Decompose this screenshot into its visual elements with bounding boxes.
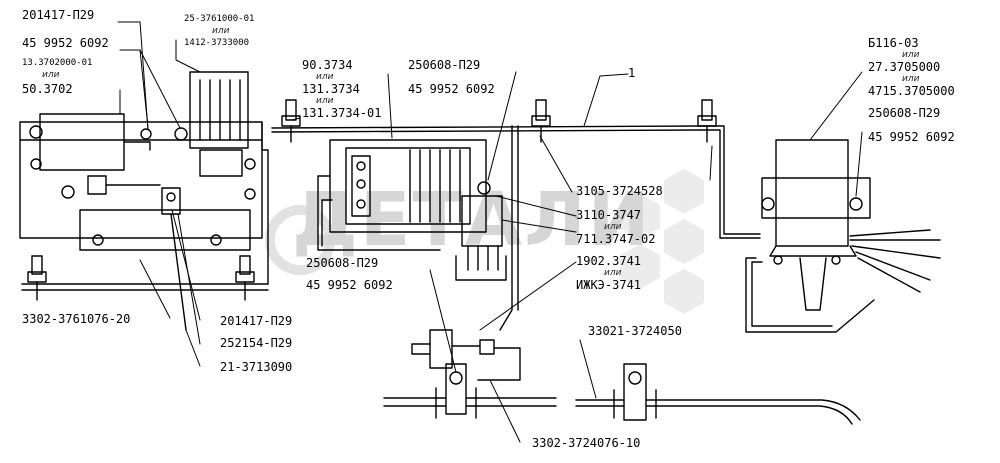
label-4715-3705000: 4715.3705000 bbox=[868, 84, 955, 98]
label-ili-6: или bbox=[902, 74, 920, 84]
label-201417-p29-top: 201417-П29 bbox=[22, 8, 95, 22]
label-250608-p29-low: 250608-П29 bbox=[306, 256, 379, 270]
label-13-3702000-01: 13.3702000-01 bbox=[22, 58, 93, 68]
label-45-9952-6092-low: 45 9952 6092 bbox=[306, 278, 393, 292]
switch-unit bbox=[317, 139, 487, 251]
label-3302-3761076-20: 3302-3761076-20 bbox=[22, 312, 131, 326]
label-25-3761000-01: 25-3761000-01 bbox=[184, 14, 255, 24]
label-252154-p29: 252154-П29 bbox=[220, 336, 293, 350]
label-ili-7: или bbox=[604, 222, 622, 232]
commutator-block bbox=[140, 71, 249, 177]
label-ili-8: или bbox=[604, 268, 622, 278]
label-ili-2: или bbox=[212, 26, 230, 36]
label-33021-3724050: 33021-3724050 bbox=[588, 324, 682, 338]
label-711-3747-02: 711.3747-02 bbox=[576, 232, 656, 246]
ignition-switch-assembly bbox=[383, 329, 557, 419]
leader-lines bbox=[117, 21, 863, 443]
label-1412-3733000: 1412-3733000 bbox=[184, 38, 250, 48]
label-3105-3724528: 3105-3724528 bbox=[576, 184, 663, 198]
label-131-3734: 131.3734 bbox=[302, 82, 360, 96]
relay-3110 bbox=[455, 181, 507, 281]
label-45-9952-6092-right: 45 9952 6092 bbox=[868, 130, 955, 144]
left-mounting-bracket bbox=[19, 121, 263, 251]
label-45-9952-6092-left: 45 9952 6092 bbox=[22, 36, 109, 50]
voltage-regulator-block bbox=[39, 113, 161, 195]
label-ili-3: или bbox=[316, 72, 334, 82]
label-ili-1: или bbox=[42, 70, 60, 80]
main-harness-1 bbox=[499, 99, 761, 331]
left-wire-harness bbox=[21, 99, 701, 301]
label-131-3734-01: 131.3734-01 bbox=[302, 106, 382, 120]
label-izhke-3741: ИЖКЭ-3741 bbox=[576, 278, 642, 292]
bottom-right-clamp bbox=[575, 363, 861, 425]
label-b116-03: Б116-03 bbox=[868, 36, 919, 50]
label-ili-4: или bbox=[316, 96, 334, 106]
label-1902-3741: 1902.3741 bbox=[576, 254, 642, 268]
label-ili-5: или bbox=[902, 50, 920, 60]
label-3302-3724076-10: 3302-3724076-10 bbox=[532, 436, 641, 450]
label-27-3705000: 27.3705000 bbox=[868, 60, 941, 74]
label-250608-p29-mid: 250608-П29 bbox=[408, 58, 481, 72]
label-90-3734: 90.3734 bbox=[302, 58, 353, 72]
ignition-coil bbox=[745, 139, 941, 333]
label-3110-3747: 3110-3747 bbox=[576, 208, 642, 222]
label-201417-p29-bottom: 201417-П29 bbox=[220, 314, 293, 328]
label-45-9952-6092-mid: 45 9952 6092 bbox=[408, 82, 495, 96]
left-clamp bbox=[161, 187, 187, 331]
label-21-3713090: 21-3713090 bbox=[220, 360, 293, 374]
label-part-1: 1 bbox=[628, 66, 636, 80]
label-250608-p29-right: 250608-П29 bbox=[868, 106, 941, 120]
label-50-3702: 50.3702 bbox=[22, 82, 73, 96]
